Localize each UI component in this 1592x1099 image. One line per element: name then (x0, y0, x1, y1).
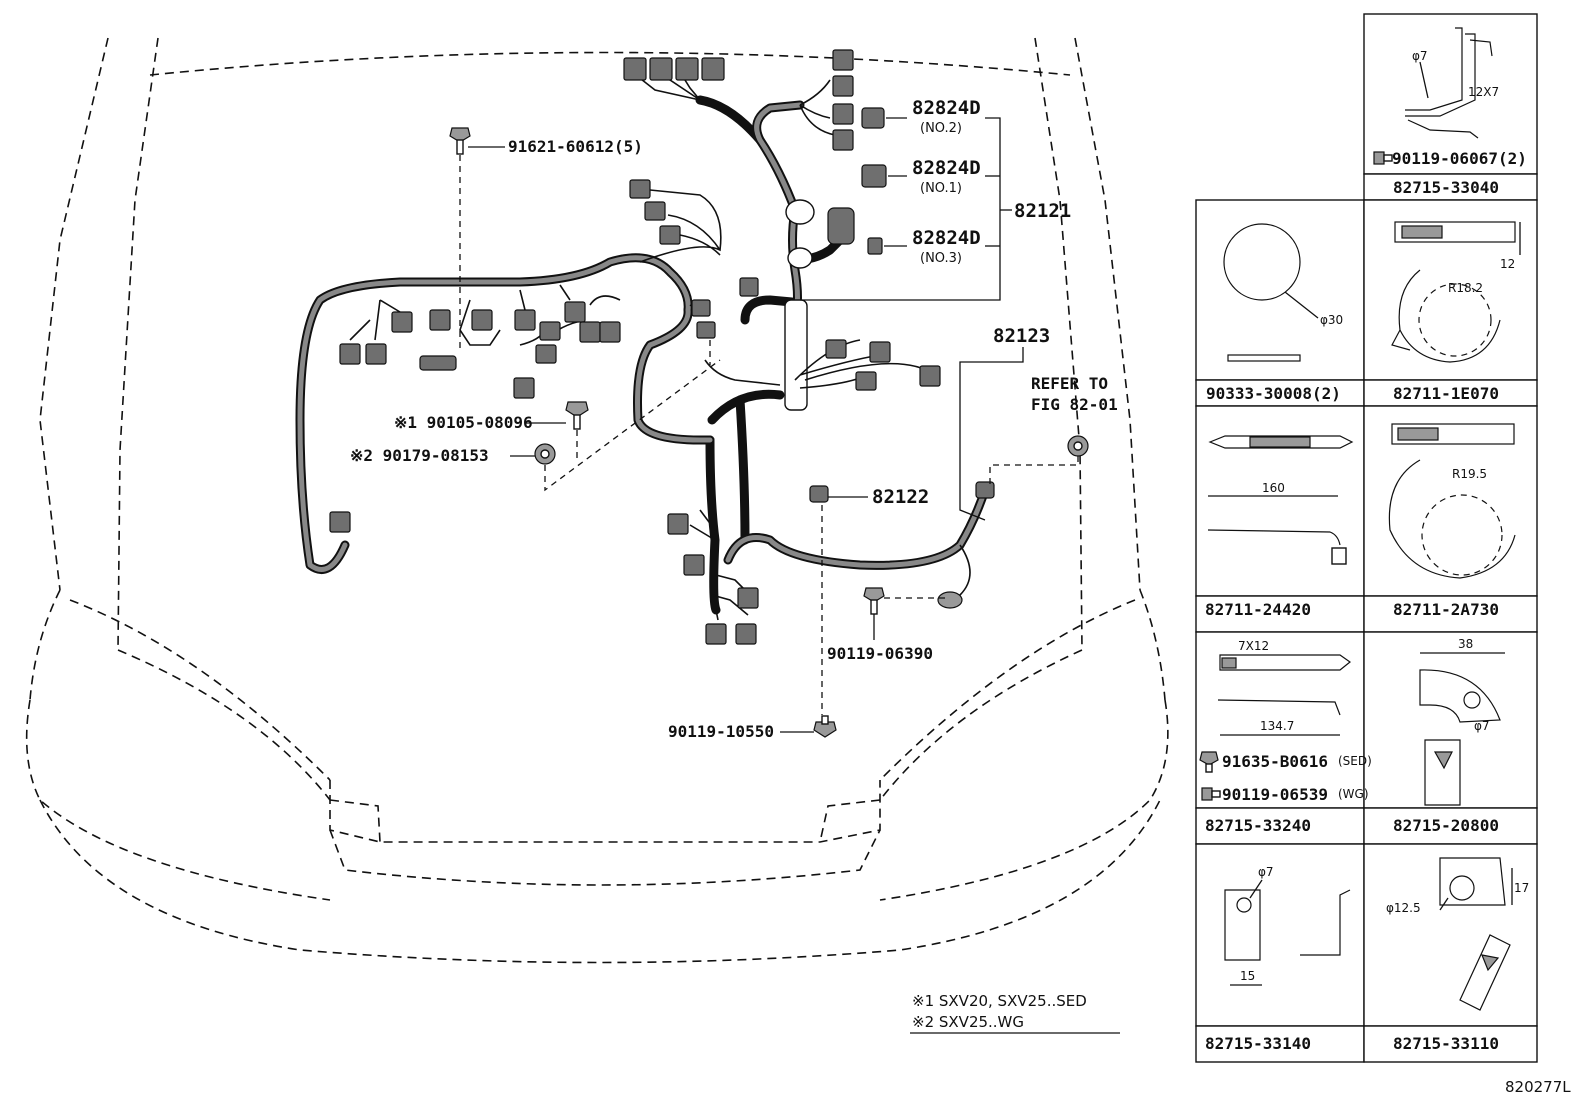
panel7-dim-hole: φ7 (1474, 719, 1490, 733)
callout-refer-to: REFER TO (1031, 374, 1108, 393)
callout-90119-10550: 90119-10550 (668, 722, 774, 741)
panel6-bolt2: 90119-06539 (1222, 785, 1328, 804)
fasteners (449, 127, 1089, 738)
bolt-icon (863, 587, 885, 615)
panel2-dim-diameter: φ30 (1320, 313, 1343, 327)
panel9-dim-height: 17 (1514, 881, 1529, 895)
callout-82824d-no3: 82824D (912, 227, 981, 249)
callout-82123: 82123 (993, 325, 1050, 347)
vehicle-hood-outline (25, 37, 1169, 964)
panel4-label: 82711-24420 (1205, 600, 1311, 619)
bolt-icon (813, 715, 837, 738)
panel5-label: 82711-2A730 (1393, 600, 1499, 619)
parts-table (1195, 13, 1538, 1063)
applicability-notes: ※1 SXV20, SXV25..SED ※2 SXV25..WG (910, 992, 1120, 1034)
panel-82715-33110: 17 φ12.5 82715-33110 (1386, 857, 1529, 1053)
callout-fig-82-01: FIG 82-01 (1031, 395, 1118, 414)
callout-91621-60612: 91621-60612(5) (508, 137, 643, 156)
engine-wire-harness (295, 71, 990, 621)
panel1-dim-hole: φ7 (1412, 49, 1428, 63)
callout-no2: (NO.2) (920, 121, 962, 136)
note-1: ※1 SXV20, SXV25..SED (912, 992, 1087, 1010)
panel1-bolt: 90119-06067(2) (1392, 149, 1527, 168)
callout-90105-08096: ※1 90105-08096 (394, 413, 533, 432)
bolt-icon (1199, 751, 1219, 773)
callout-82824d-no2: 82824D (912, 97, 981, 119)
figure-id: 820277L (1505, 1078, 1571, 1096)
panel-82711-2a730: R19.5 82711-2A730 (1388, 423, 1516, 619)
bolt-icon (1373, 151, 1393, 165)
callout-82121: 82121 (1014, 200, 1071, 222)
panel6-bolt2-note: (WG) (1338, 787, 1369, 801)
panel-82715-33140: φ7 15 82715-33140 (1205, 865, 1351, 1053)
callout-labels: 91621-60612(5) 82824D (NO.2) 82824D (NO.… (350, 97, 1118, 741)
nut-icon (534, 443, 556, 465)
panel4-dim-length: 160 (1262, 481, 1285, 495)
panel9-dim-hole: φ12.5 (1386, 901, 1421, 915)
panel3-label: 82711-1E070 (1393, 384, 1499, 403)
panel1-label: 82715-33040 (1393, 178, 1499, 197)
bolt-icon (449, 127, 471, 155)
panel-82715-20800: 38 φ7 82715-20800 (1393, 637, 1505, 835)
panel-82715-33040: φ7 12X7 90119-06067(2) 82715-33040 (1373, 27, 1527, 197)
panel9-label: 82715-33110 (1393, 1034, 1499, 1053)
panel3-dim-height: 12 (1500, 257, 1515, 271)
panel6-dim-length: 134.7 (1260, 719, 1294, 733)
nut-icon (1067, 435, 1089, 457)
panel2-label: 90333-30008(2) (1206, 384, 1341, 403)
panel6-dim-slot: 7X12 (1238, 639, 1269, 653)
panel-82711-1e070: 12 R18.2 82711-1E070 (1391, 221, 1521, 403)
callout-82824d-no1: 82824D (912, 157, 981, 179)
panel5-dim-radius: R19.5 (1452, 467, 1487, 481)
panel-82711-24420: 160 82711-24420 (1205, 435, 1354, 619)
panel8-label: 82715-33140 (1205, 1034, 1311, 1053)
panel-82715-33240: 7X12 134.7 91635-B0616 (SED) 90119-06539… (1199, 639, 1372, 835)
panel8-dim-width: 15 (1240, 969, 1255, 983)
panel6-bolt1-note: (SED) (1338, 754, 1372, 768)
panel7-label: 82715-20800 (1393, 816, 1499, 835)
callout-90179-08153: ※2 90179-08153 (350, 446, 489, 465)
panel8-dim-hole: φ7 (1258, 865, 1274, 879)
callout-90119-06390: 90119-06390 (827, 644, 933, 663)
callout-82122: 82122 (872, 486, 929, 508)
panel7-dim-width: 38 (1458, 637, 1473, 651)
callout-no3: (NO.3) (920, 251, 962, 266)
harness-connectors (329, 49, 995, 645)
bolt-icon (565, 401, 589, 430)
panel-90333-30008: φ30 90333-30008(2) (1206, 223, 1343, 403)
panel1-dim-slot: 12X7 (1468, 85, 1499, 99)
note-2: ※2 SXV25..WG (912, 1013, 1024, 1031)
leader-lines (459, 117, 1079, 733)
panel6-bolt1: 91635-B0616 (1222, 752, 1328, 771)
callout-no1: (NO.1) (920, 181, 962, 196)
panel3-dim-radius: R18.2 (1448, 281, 1483, 295)
bolt-icon (1201, 787, 1221, 801)
panel6-label: 82715-33240 (1205, 816, 1311, 835)
